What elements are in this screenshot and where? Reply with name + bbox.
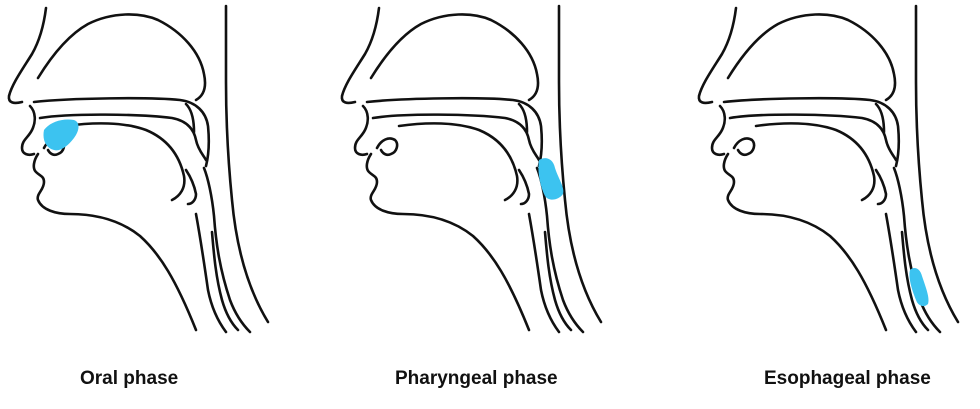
oral-phase-label: Oral phase [80,368,178,390]
esophageal-phase-panel: Esophageal phase [690,0,980,409]
food-bolus [43,119,78,150]
oral-phase-diagram [0,0,340,360]
esophageal-phase-label: Esophageal phase [764,368,931,390]
pharyngeal-phase-diagram [333,0,673,360]
food-bolus [538,158,563,200]
pharyngeal-phase-label: Pharyngeal phase [395,368,558,390]
pharyngeal-phase-panel: Pharyngeal phase [333,0,673,409]
esophageal-phase-diagram [690,0,980,360]
oral-phase-panel: Oral phase [0,0,340,409]
